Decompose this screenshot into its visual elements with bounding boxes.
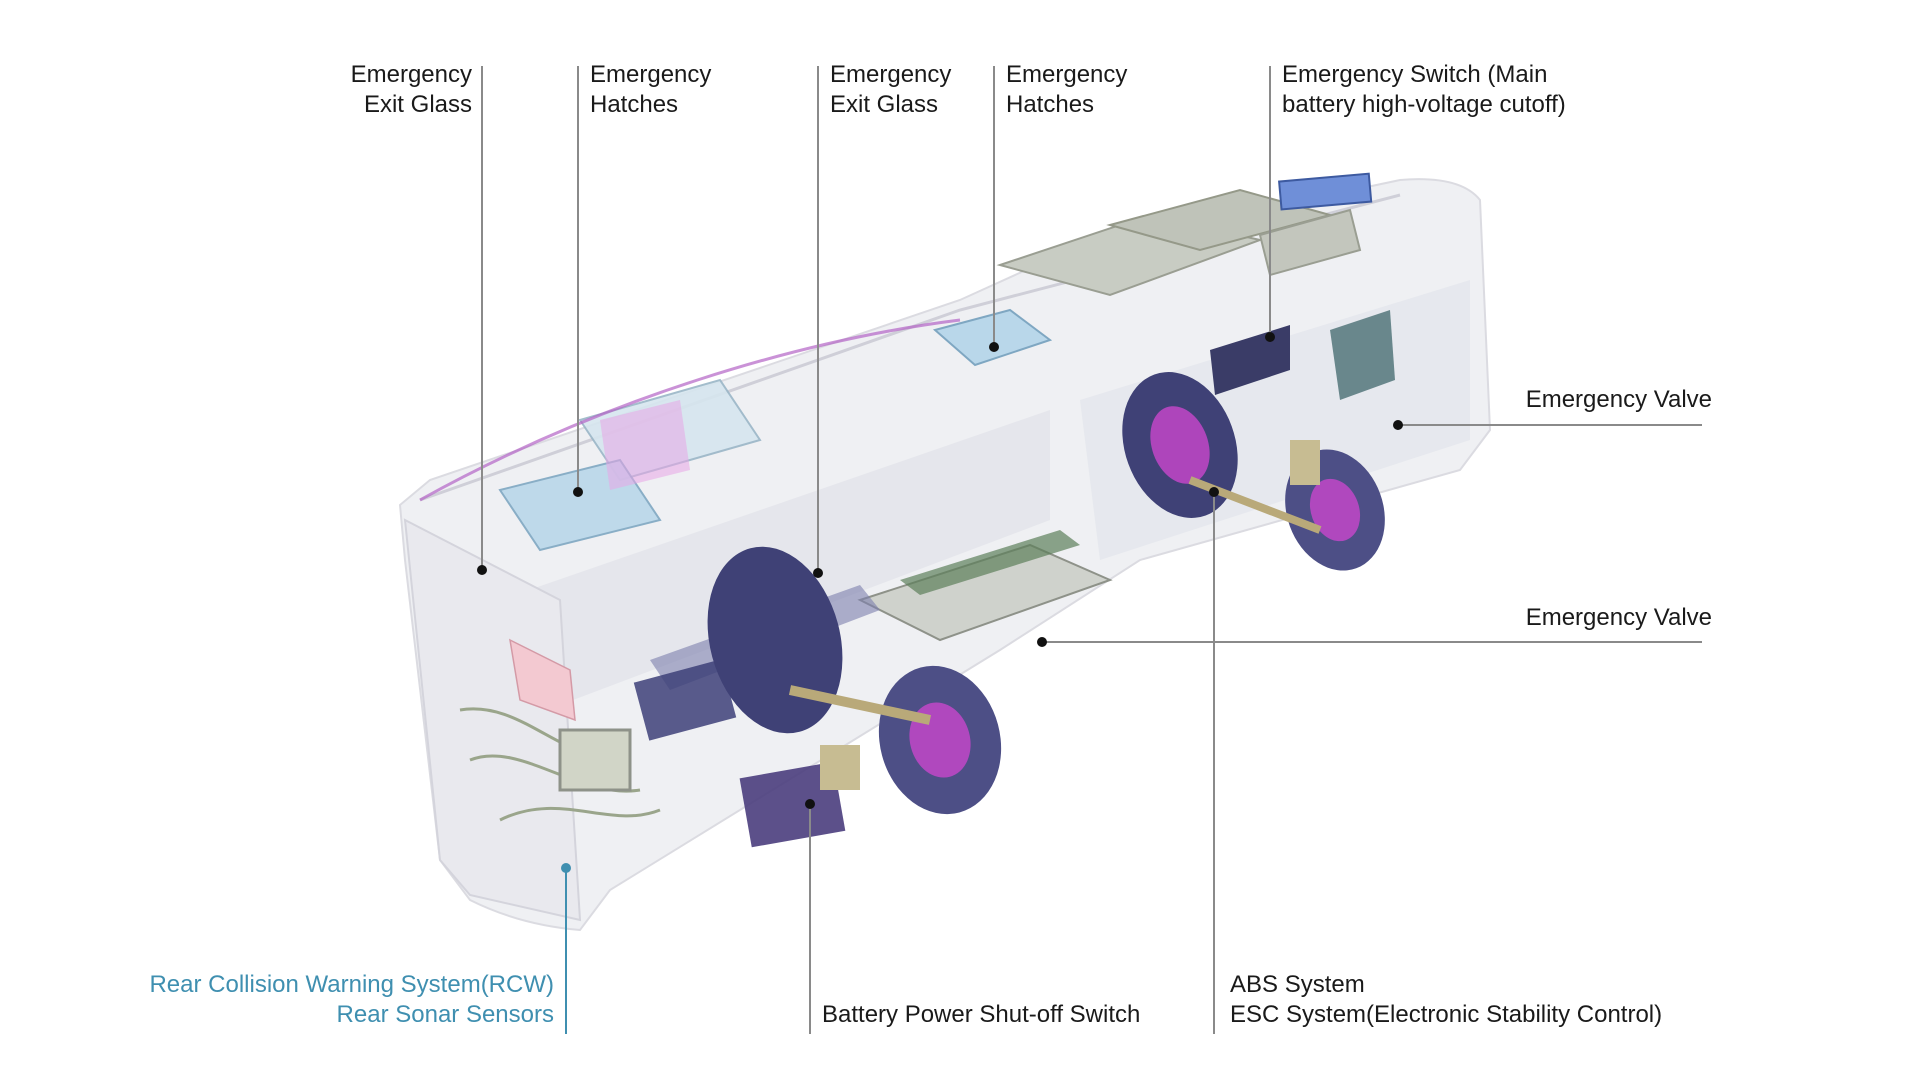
label-battery-power-shutoff: Battery Power Shut-off Switch [822, 1001, 1141, 1028]
rear-axle [707, 546, 1002, 848]
label-emergency-exit-glass-rear: Emergency Exit Glass [350, 61, 472, 118]
label-emergency-hatches-rear: Emergency Hatches [590, 61, 712, 118]
leader-lines [481, 66, 1702, 1034]
rear-drive-unit [459, 707, 661, 822]
label-emergency-valve-upper: Emergency Valve [1525, 386, 1712, 413]
roof-batteries [419, 172, 1373, 552]
label-emergency-exit-glass-mid: Emergency Exit Glass [830, 61, 952, 118]
label-emergency-hatches-front: Emergency Hatches [1006, 61, 1128, 118]
label-abs-esc-system: ABS System ESC System(Electronic Stabili… [1230, 971, 1663, 1028]
label-rear-collision-warning: Rear Collision Warning System(RCW) Rear … [149, 971, 554, 1028]
front-axle [1122, 310, 1395, 571]
label-emergency-valve-lower: Emergency Valve [1525, 604, 1712, 631]
label-emergency-switch: Emergency Switch (Main battery high-volt… [1282, 61, 1566, 118]
leader-dots [477, 332, 1403, 873]
